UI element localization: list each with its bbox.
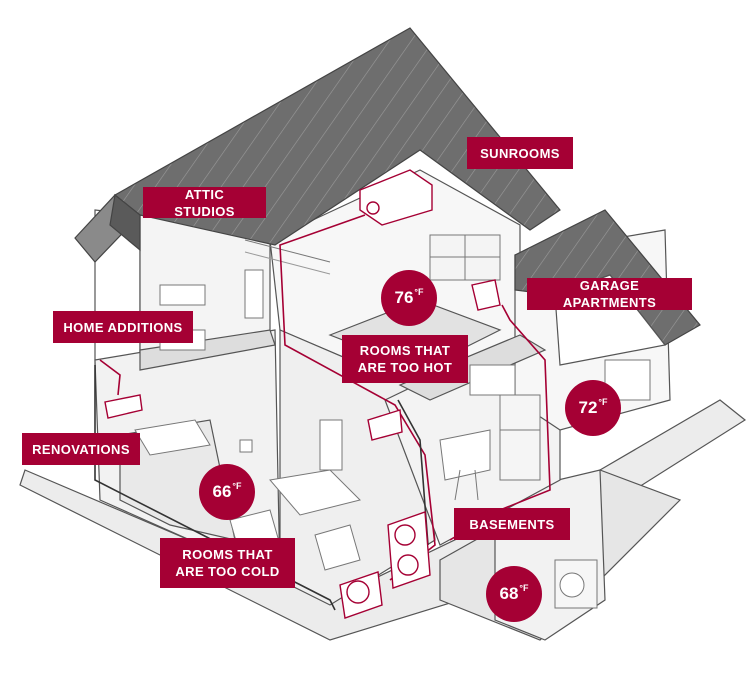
temp-value: 66 [212,482,232,501]
label-rooms-too-hot: ROOMS THAT ARE TOO HOT [342,335,468,383]
temp-value: 76 [394,288,414,307]
temp-unit: °F [519,583,529,593]
temp-unit: °F [232,481,242,491]
indoor-units [104,169,501,441]
temp-badge-cold-room: 66°F [199,464,255,520]
temp-badge-hot-room: 76°F [381,270,437,326]
label-basements: BASEMENTS [454,508,570,540]
temp-unit: °F [414,287,424,297]
temp-badge-basement: 68°F [486,566,542,622]
temp-value: 72 [578,398,598,417]
label-rooms-too-cold: ROOMS THAT ARE TOO COLD [160,538,295,588]
outdoor-units [339,511,431,619]
label-attic-studios: ATTIC STUDIOS [143,187,266,219]
label-home-additions: HOME ADDITIONS [53,311,193,343]
temp-badge-garage: 72°F [565,380,621,436]
temp-unit: °F [598,397,608,407]
interior-details [134,234,651,609]
temp-value: 68 [499,584,519,603]
label-garage-apartments: GARAGE APARTMENTS [527,278,692,310]
label-sunrooms: SUNROOMS [467,137,573,169]
label-renovations: RENOVATIONS [22,433,140,465]
